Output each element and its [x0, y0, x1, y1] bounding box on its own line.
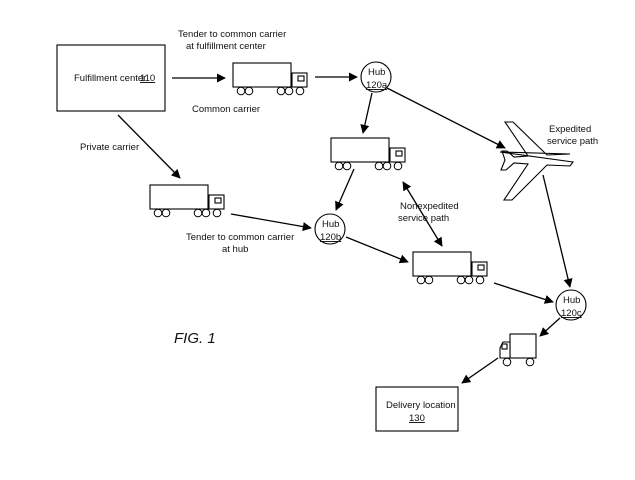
- expedited-line1: Expedited: [549, 124, 591, 135]
- truck-icon: [232, 62, 308, 96]
- arrow-hub-c-to-van: [539, 317, 561, 337]
- truck-icon: [330, 137, 406, 171]
- delivery-location-ref: 130: [409, 413, 425, 424]
- private-carrier-label: Private carrier: [80, 142, 139, 153]
- arrow-truck-to-hub-b-2: [230, 213, 312, 232]
- tender-fc-line2: at fulfillment center: [186, 41, 266, 52]
- delivery-location-box: [375, 386, 459, 432]
- fulfillment-center-label: Fulfillment center: [74, 73, 146, 84]
- fulfillment-center-node: Fulfillment center 110: [56, 44, 166, 112]
- arrow-truck-to-hub-b: [335, 168, 355, 211]
- delivery-location-node: Delivery location 130: [375, 386, 459, 432]
- nonexpedited-line1: Nonexpedited: [400, 201, 459, 212]
- delivery-location-label: Delivery location: [386, 400, 456, 411]
- nonexpedited-pointer: [402, 181, 443, 247]
- truck-icon: [412, 251, 488, 285]
- hub-c-node: Hub 120c: [555, 289, 587, 321]
- tender-hub-line2: at hub: [222, 244, 248, 255]
- hub-a-label: Hub: [368, 67, 385, 78]
- figure-label: FIG. 1: [174, 330, 216, 347]
- delivery-van-icon: [499, 333, 537, 367]
- arrow-airplane-to-hub-c: [542, 174, 573, 288]
- airplane-icon: [499, 121, 575, 201]
- hub-b-label: Hub: [322, 219, 339, 230]
- arrow-hub-a-to-truck: [360, 92, 373, 134]
- hub-b-ref: 120b: [320, 232, 341, 243]
- hub-c-ref: 120c: [561, 308, 582, 319]
- hub-b-node: Hub 120b: [314, 213, 346, 245]
- expedited-line2: service path: [547, 136, 598, 147]
- arrow-hub-b-to-truck: [345, 236, 409, 264]
- fulfillment-center-ref: 110: [140, 73, 155, 84]
- arrow-van-to-delivery: [461, 357, 499, 384]
- arrow-hub-a-to-airplane: [386, 87, 506, 149]
- truck-icon: [149, 184, 225, 218]
- hub-a-ref: 120a: [366, 80, 388, 91]
- common-carrier-label: Common carrier: [192, 104, 260, 115]
- arrow-fc-private-carrier: [117, 114, 181, 179]
- hub-a-node: Hub 120a: [360, 61, 392, 93]
- tender-fc-line1: Tender to common carrier: [178, 29, 286, 40]
- hub-c-label: Hub: [563, 295, 580, 306]
- fulfillment-center-box: [56, 44, 166, 112]
- tender-hub-line1: Tender to common carrier: [186, 232, 294, 243]
- arrow-truck-to-hub-c: [493, 282, 554, 304]
